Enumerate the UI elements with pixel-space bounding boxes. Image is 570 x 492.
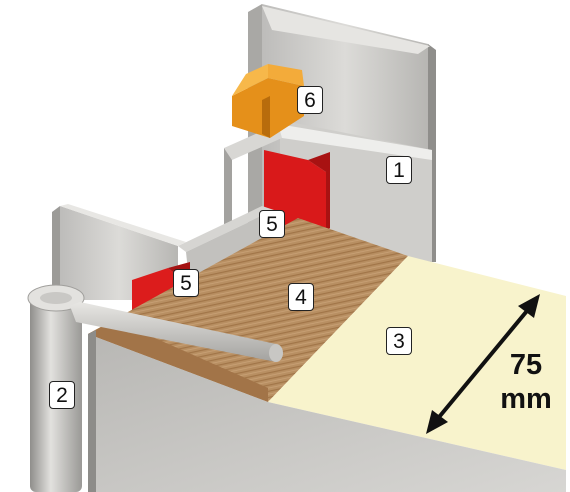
wood-edge — [88, 320, 268, 402]
lower-step — [178, 206, 274, 252]
door-front-edge — [88, 330, 96, 492]
label-insulation: 3 — [386, 327, 412, 355]
profile-ledge-highlight — [278, 124, 432, 160]
dimension-arrow — [426, 294, 540, 434]
dimension-unit: mm — [500, 383, 552, 415]
lower-top-edge — [60, 204, 186, 246]
latch-groove — [262, 96, 270, 138]
lower-back-edge — [52, 206, 60, 306]
label-frame-profile: 1 — [386, 156, 412, 184]
door-front-skin — [88, 334, 566, 492]
label-latch-block: 6 — [297, 86, 323, 114]
profile-top-edge — [262, 6, 430, 54]
hinge — [27, 284, 283, 492]
label-hinge: 2 — [49, 381, 75, 409]
frame-profile-upper — [224, 4, 436, 262]
dimension-line — [428, 298, 538, 430]
latch-block — [232, 64, 304, 138]
label-seal-lower: 5 — [173, 269, 199, 297]
dimension-value: 75 — [509, 349, 543, 381]
latch-top-left — [232, 64, 268, 96]
hinge-post-cap — [40, 292, 72, 304]
insulation-core — [268, 256, 566, 470]
label-wood-insert: 4 — [288, 283, 314, 311]
seal-upper-side — [308, 152, 330, 232]
hinge-rod — [70, 302, 276, 362]
hinge-rod-tip — [269, 344, 283, 362]
latch-top — [268, 64, 304, 86]
label-seal-upper: 5 — [259, 210, 285, 238]
arrowhead-bottom — [426, 410, 448, 434]
dimension-label: 75 mm — [494, 348, 558, 416]
profile-inner-post — [224, 148, 232, 230]
arrowhead-top — [518, 294, 540, 318]
